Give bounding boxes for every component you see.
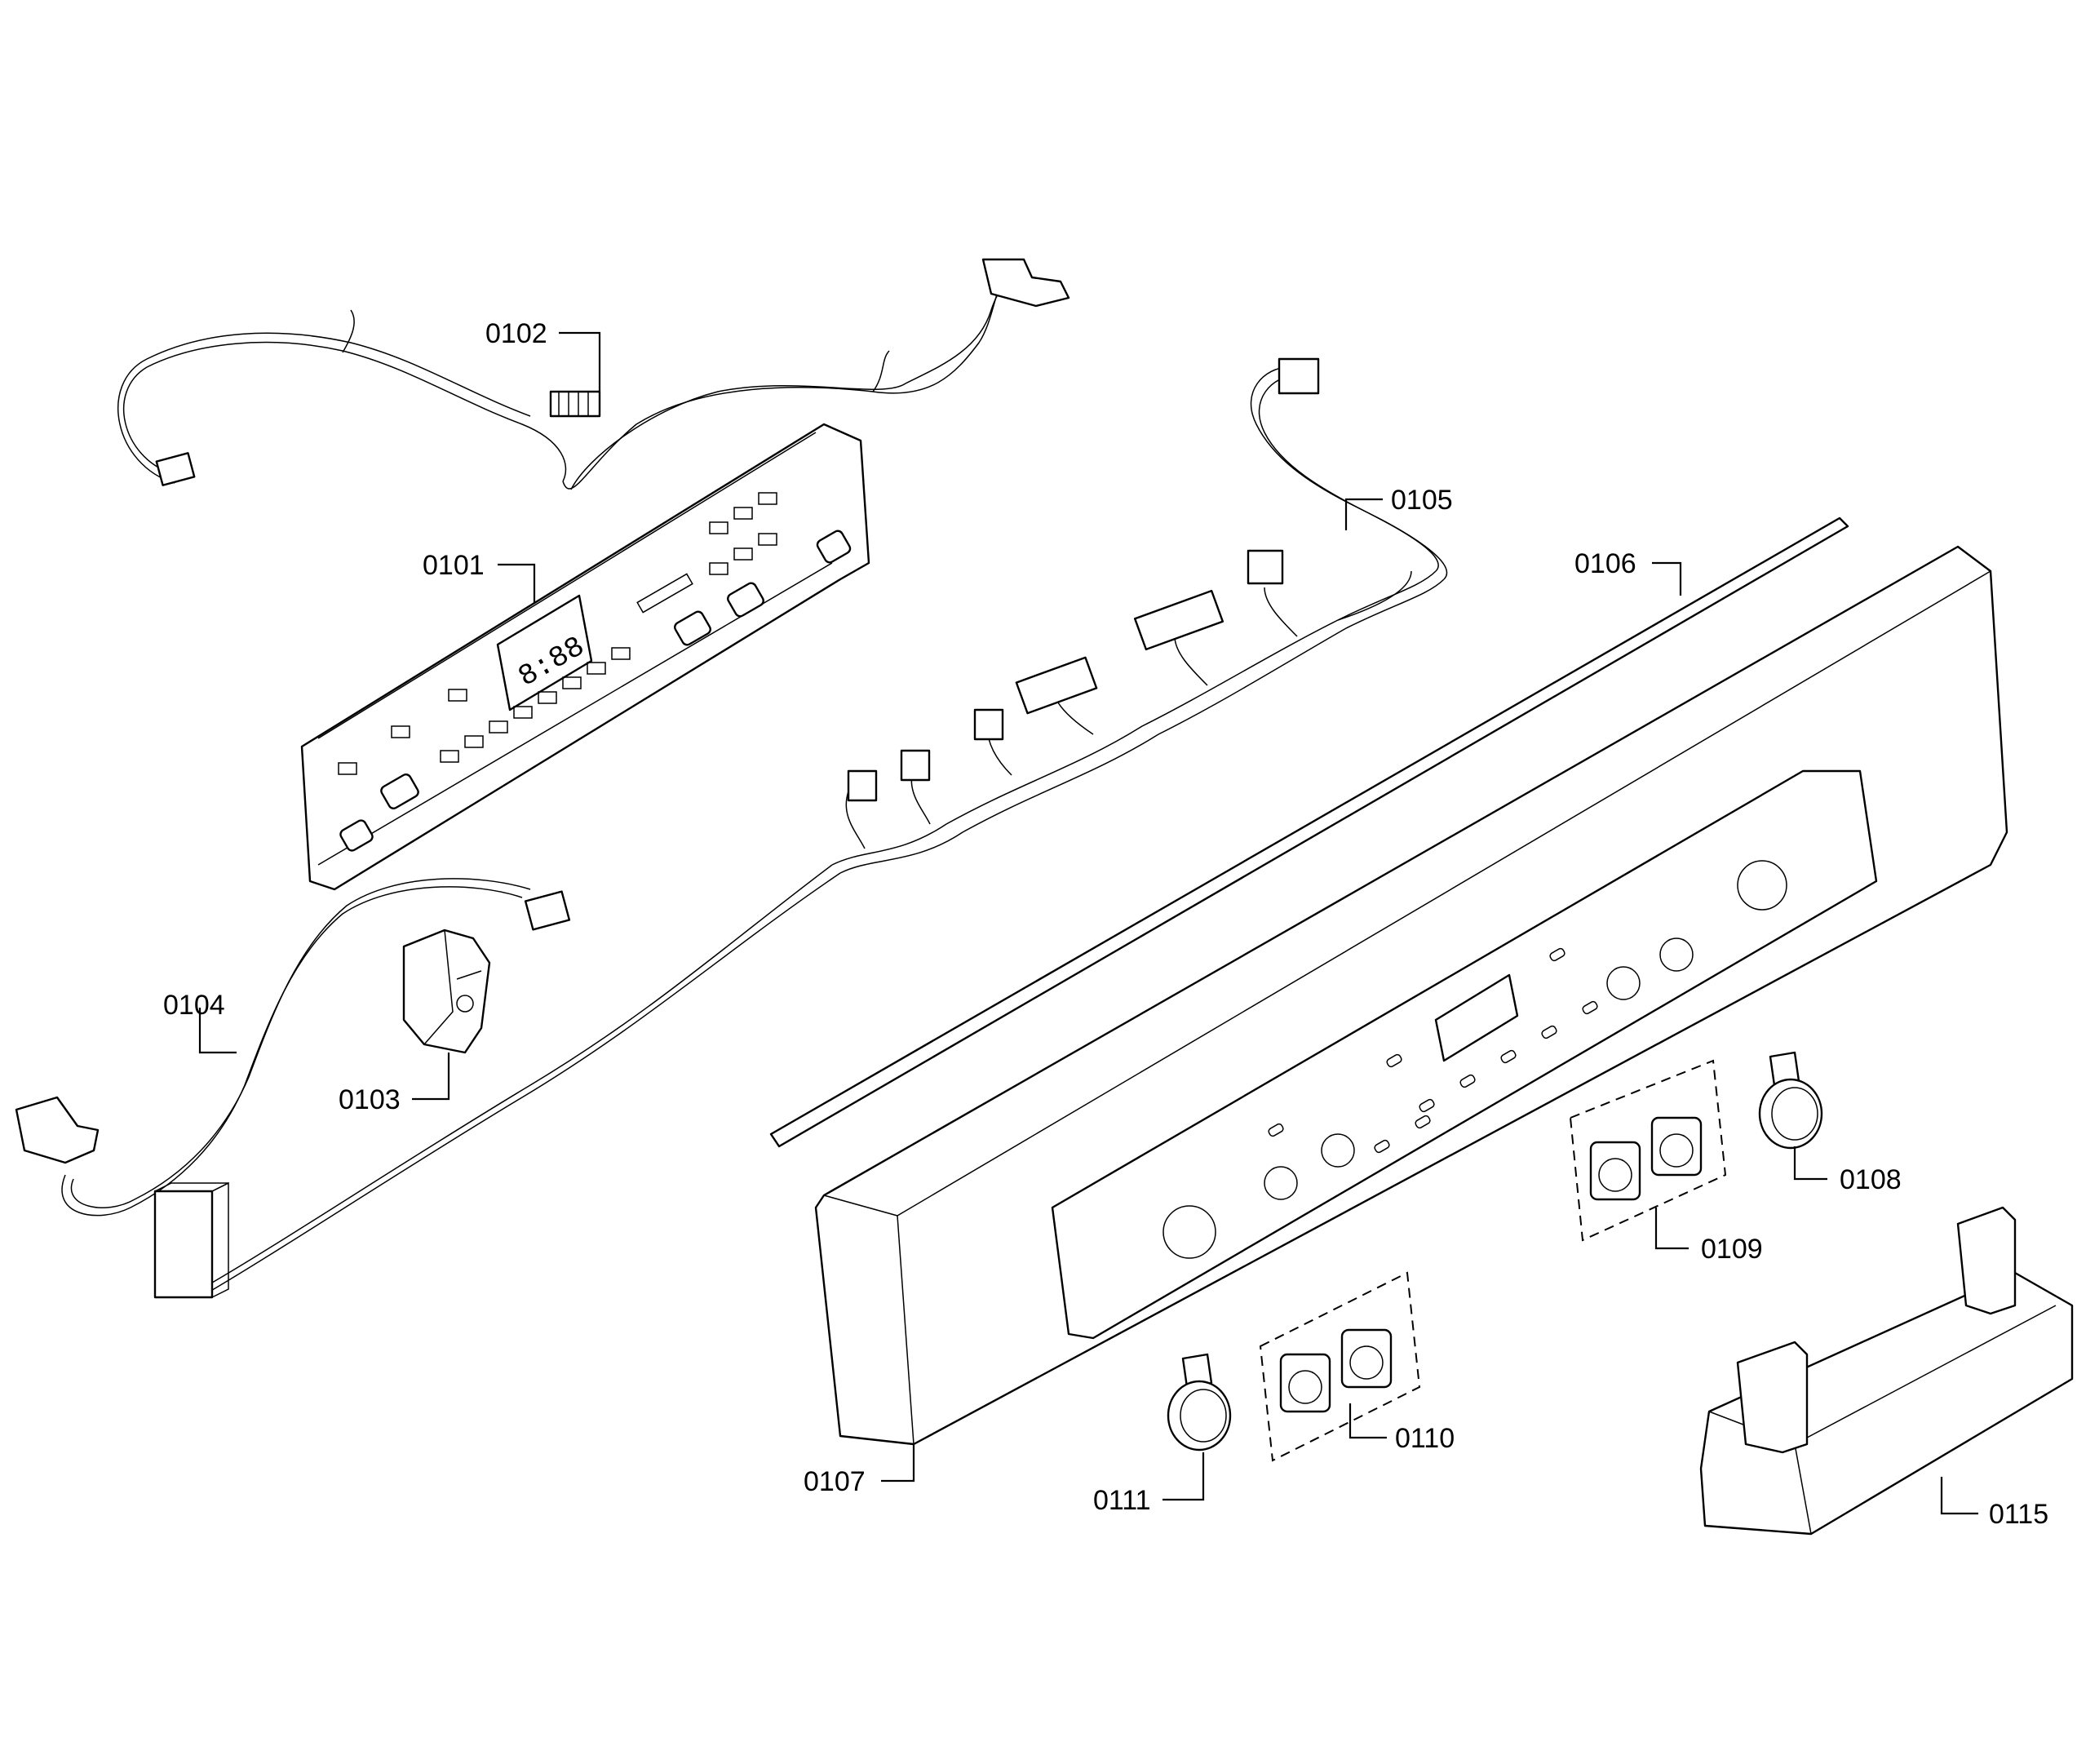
door-switch-0103 [402,929,491,1054]
callout-0115: 0115 [1989,1499,2048,1530]
cable-harness-0105 [199,357,1448,1298]
callout-0108: 0108 [1840,1164,1902,1195]
callout-0107: 0107 [804,1466,866,1497]
wire-harness-0104 [15,878,571,1299]
push-button-0108 [1758,1051,1823,1150]
bracket-cover-0115 [1699,1206,2074,1536]
callout-0101: 0101 [423,550,485,581]
callout-0104: 0104 [163,990,225,1021]
leader-lines [198,331,1978,1515]
callout-labels: 0102 0101 0105 0106 0104 0103 0107 0108 … [163,318,2048,1530]
callout-0103: 0103 [339,1084,401,1115]
callout-0110: 0110 [1395,1423,1455,1454]
control-panel-fascia-0107 [814,545,2008,1446]
button-set-0110 [1259,1271,1421,1462]
callout-0111: 0111 [1093,1485,1151,1516]
callout-0105: 0105 [1391,485,1453,516]
wire-harness-0102 [117,258,1070,490]
button-set-0109 [1569,1059,1727,1242]
callout-0102: 0102 [485,318,547,349]
push-button-0111 [1167,1353,1232,1452]
callout-0106: 0106 [1574,548,1636,579]
callout-0109: 0109 [1701,1234,1763,1265]
seal-strip-0106 [769,516,1849,1148]
electronic-control-module-0101: 8:88 [300,423,870,891]
